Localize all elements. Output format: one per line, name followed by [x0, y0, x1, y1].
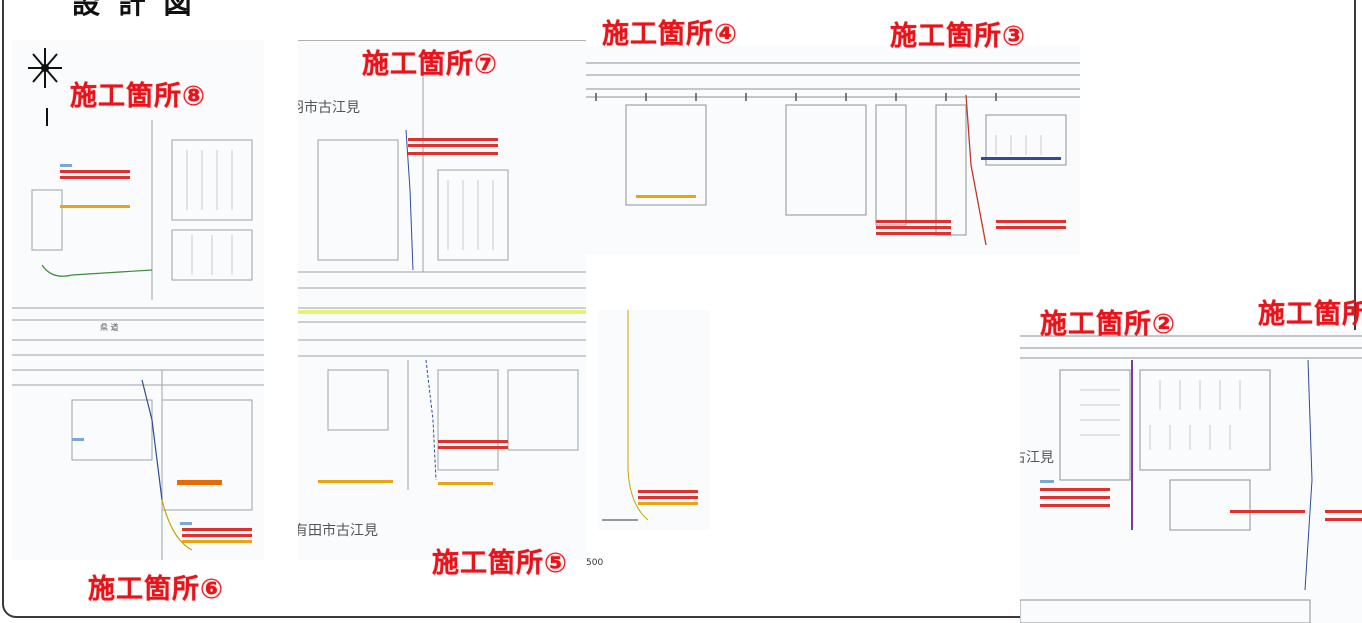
site-label-5: 施工箇所⑤: [432, 548, 568, 579]
site-label-8: 施工箇所⑧: [70, 81, 206, 112]
drawing-sheet-strip: [598, 310, 710, 530]
city-name-bottom: 有田市古江見: [298, 522, 378, 539]
site-label-7: 施工箇所⑦: [362, 49, 498, 80]
drawing-sheet-2-1: 古江見: [1020, 330, 1362, 623]
plan-drawing-4-3: [586, 62, 1080, 246]
plan-drawing-2-1: 古江見: [1020, 335, 1362, 623]
north-arrow-icon: [28, 48, 62, 126]
road-name: 県 道: [100, 322, 119, 332]
site-label-1-partial: 施工箇所: [1258, 299, 1362, 330]
site-label-2: 施工箇所②: [1040, 309, 1176, 340]
drawing-sheet-7-5: 羽市古江見 有田市古江見: [298, 40, 586, 560]
drawing-sheet-4-3: [586, 45, 1080, 255]
city-name-top: 羽市古江見: [298, 99, 360, 116]
site-label-6: 施工箇所⑥: [88, 574, 224, 605]
scale-text: 500: [586, 558, 604, 568]
document-heading: 設 計 図: [72, 0, 196, 20]
plan-drawing-strip: [602, 310, 698, 521]
site-label-4: 施工箇所④: [602, 19, 738, 50]
plan-drawing-7-5: 羽市古江見 有田市古江見: [298, 40, 586, 539]
drawing-sheet-8-6: 県 道: [12, 40, 264, 560]
city-name-site2: 古江見: [1020, 450, 1054, 466]
site-label-3: 施工箇所③: [890, 21, 1026, 52]
plan-drawing-8-6: 県 道: [12, 120, 264, 560]
